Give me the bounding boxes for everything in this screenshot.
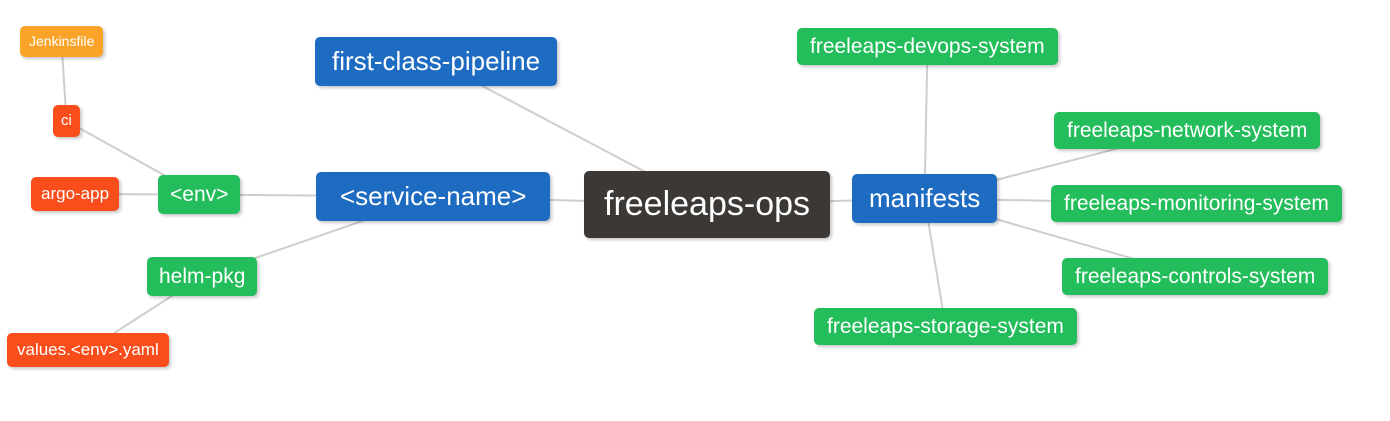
mindmap-node-argo-app[interactable]: argo-app [31, 177, 120, 212]
mindmap-node-manifests[interactable]: manifests [852, 174, 998, 224]
mindmap-node-jenkinsfile[interactable]: Jenkinsfile [20, 26, 104, 57]
mindmap-node-freeleaps-ops[interactable]: freeleaps-ops [584, 171, 831, 238]
mindmap-node-values-env-yaml[interactable]: values.<env>.yaml [7, 333, 169, 368]
mindmap-node-ci[interactable]: ci [53, 105, 80, 137]
mindmap-node-freeleaps-devops-system[interactable]: freeleaps-devops-system [797, 28, 1058, 66]
mindmap-node-freeleaps-monitoring-system[interactable]: freeleaps-monitoring-system [1051, 185, 1342, 223]
mindmap-node-env[interactable]: <env> [158, 175, 241, 215]
mindmap-node-freeleaps-controls-system[interactable]: freeleaps-controls-system [1062, 258, 1329, 296]
mindmap-node-first-class-pipeline[interactable]: first-class-pipeline [315, 37, 558, 87]
mindmap-node-freeleaps-storage-system[interactable]: freeleaps-storage-system [814, 308, 1077, 346]
mindmap-node-service-name[interactable]: <service-name> [316, 172, 551, 222]
mindmap-node-freeleaps-network-system[interactable]: freeleaps-network-system [1054, 112, 1321, 150]
edge-manifests-freeleaps-devops-system [923, 45, 929, 200]
mindmap-node-helm-pkg[interactable]: helm-pkg [147, 257, 258, 297]
